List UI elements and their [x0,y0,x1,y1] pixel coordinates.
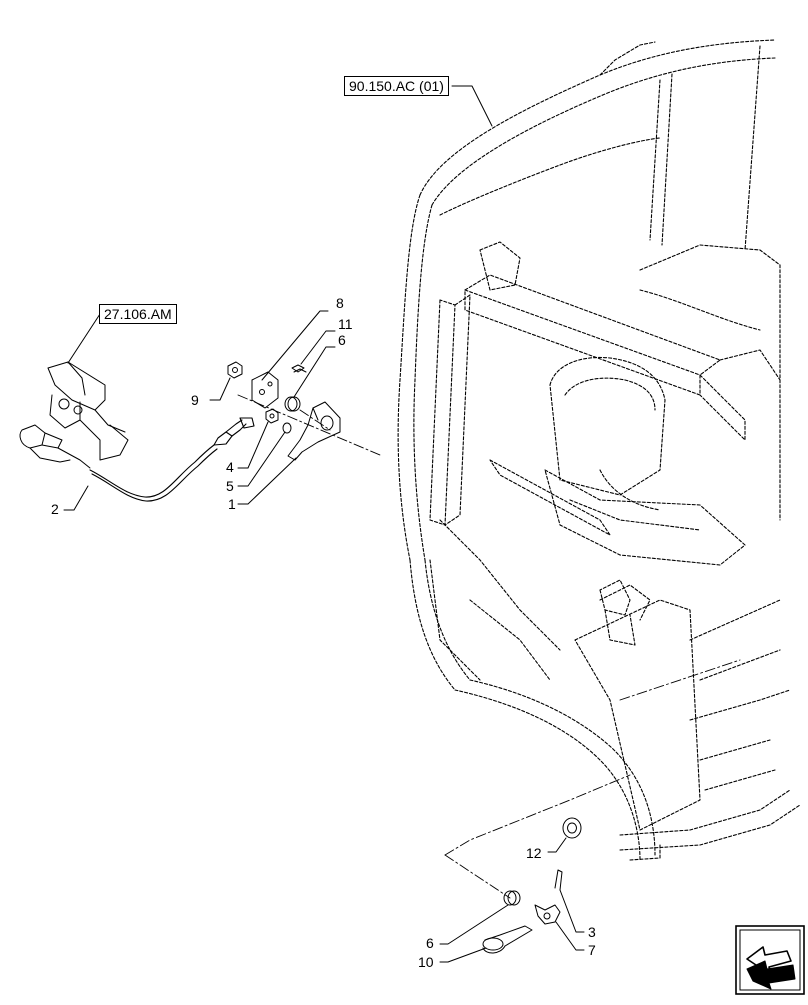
grommet-12 [562,817,582,839]
leader-lines [63,85,585,963]
operator-seat [489,356,746,566]
callout-3: 3 [588,924,596,940]
callout-9: 9 [191,392,199,408]
callout-7: 7 [588,942,596,958]
callout-5: 5 [226,478,234,494]
cab-frame [397,39,801,861]
callout-11: 11 [338,316,353,332]
callout-4: 4 [226,459,234,475]
bushing-6-bottom [503,890,521,906]
clip-11 [291,364,307,373]
bracket-1 [287,401,341,461]
bushing-6-top [284,396,301,412]
plate-8 [251,371,279,409]
knob-10 [482,925,533,954]
pin-3 [554,869,563,891]
callout-6-top: 6 [338,332,346,348]
nut-9 [227,361,243,379]
callout-2: 2 [51,501,59,517]
next-page-arrow-icon[interactable] [735,925,805,995]
throttle-bracket [19,361,129,469]
throttle-cable [89,417,255,502]
callout-1: 1 [228,496,236,512]
nut-4 [265,408,279,424]
center-lines [237,394,741,899]
cab-reference-label[interactable]: 90.150.AC (01) [344,76,449,96]
callout-12: 12 [526,845,542,861]
washer-5 [282,422,292,434]
bracket-reference-label[interactable]: 27.106.AM [99,304,177,324]
joystick [599,579,636,646]
callout-8: 8 [336,295,344,311]
callout-6-bottom: 6 [426,935,434,951]
shaft-7 [534,904,561,925]
callout-10: 10 [418,954,434,970]
